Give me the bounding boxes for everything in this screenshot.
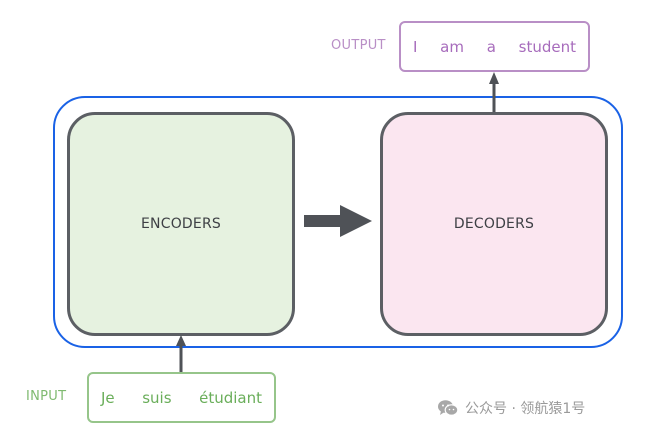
encoders-block: ENCODERS xyxy=(67,112,295,336)
input-box: Je suis étudiant xyxy=(87,372,276,423)
decoder-to-output-arrow xyxy=(489,72,499,112)
encoders-label: ENCODERS xyxy=(141,216,221,232)
output-word: am xyxy=(440,37,464,56)
output-word: a xyxy=(486,37,496,56)
input-to-encoder-arrow xyxy=(176,335,186,372)
input-word: suis xyxy=(142,388,172,407)
input-label: INPUT xyxy=(26,389,67,404)
output-word: student xyxy=(518,37,576,56)
input-word: Je xyxy=(101,388,115,407)
output-label: OUTPUT xyxy=(331,38,386,53)
wechat-icon xyxy=(438,400,459,416)
transformer-container xyxy=(53,96,623,348)
watermark: 公众号 · 领航猿1号 xyxy=(437,398,585,418)
decoders-block: DECODERS xyxy=(380,112,608,336)
input-word: étudiant xyxy=(199,388,262,407)
watermark-text: 公众号 · 领航猿1号 xyxy=(465,401,586,417)
encoder-to-decoder-arrow xyxy=(304,205,372,237)
output-box: I am a student xyxy=(399,21,590,72)
output-word: I xyxy=(413,37,418,56)
decoders-label: DECODERS xyxy=(453,216,535,232)
